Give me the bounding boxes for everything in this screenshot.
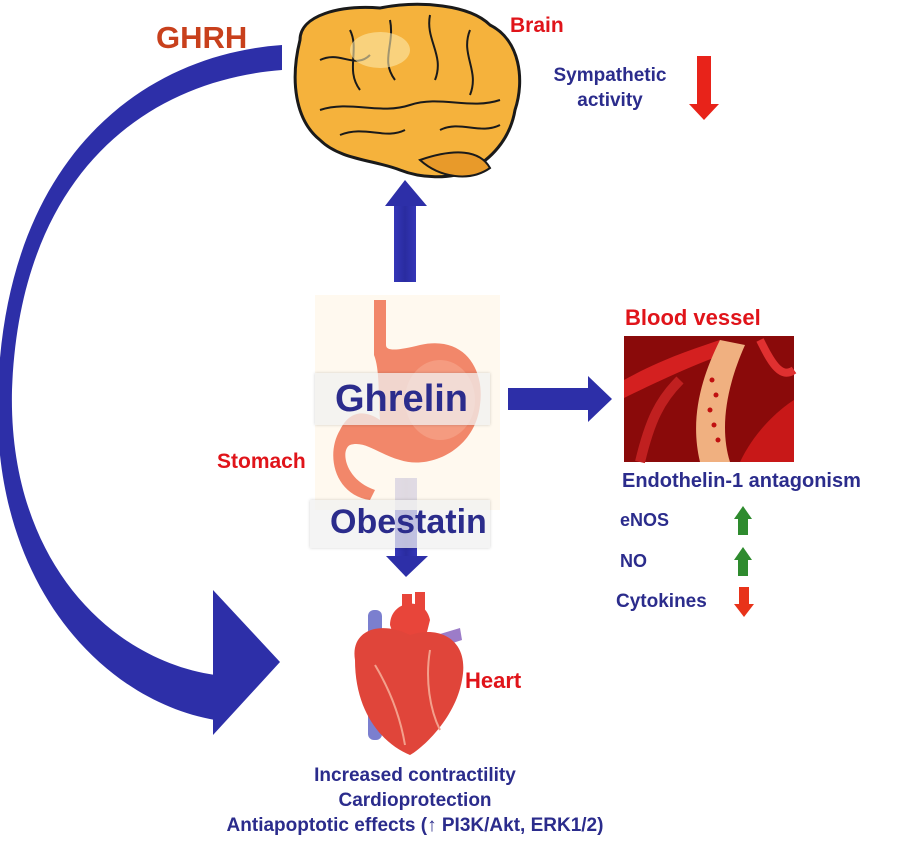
heart-effect-contractility: Increased contractility	[314, 765, 516, 786]
sympathetic-line2: activity	[577, 90, 643, 111]
brain-label: Brain	[510, 14, 564, 37]
sympathetic-activity-label: Sympathetic activity	[535, 63, 685, 113]
no-label: NO	[620, 551, 647, 571]
heart-label: Heart	[465, 668, 522, 693]
obestatin-label: Obestatin	[330, 503, 487, 541]
enos-up-arrow-icon	[734, 506, 752, 535]
stomach-label: Stomach	[217, 450, 306, 473]
no-up-arrow-icon	[734, 547, 752, 576]
enos-label: eNOS	[620, 510, 670, 530]
brain-illustration	[293, 2, 522, 179]
ghrh-arrowhead	[213, 590, 280, 735]
obestatin-box	[310, 500, 490, 548]
blood-vessel-picture	[624, 336, 797, 464]
arrow-to-brain	[385, 180, 427, 282]
blood-vessel-label: Blood vessel	[625, 305, 761, 330]
heart-effect-cardioprotection: Cardioprotection	[338, 790, 492, 811]
cytokines-down-arrow-icon	[734, 587, 754, 617]
sympathetic-line1: Sympathetic	[553, 65, 667, 86]
ghrh-label: GHRH	[156, 20, 248, 55]
endothelin-label: Endothelin-1 antagonism	[622, 470, 861, 492]
cytokines-label: Cytokines	[616, 591, 707, 612]
arrow-to-blood-vessel	[508, 376, 612, 422]
heart-illustration	[354, 592, 464, 755]
ghrelin-box	[315, 373, 490, 425]
ghrelin-label: Ghrelin	[335, 378, 469, 420]
heart-effects-list: Increased contractility Cardioprotection…	[150, 763, 680, 838]
sympathetic-down-arrow-icon	[689, 56, 719, 120]
heart-effect-antiapoptotic: Antiapoptotic effects (↑ PI3K/Akt, ERK1/…	[226, 815, 604, 836]
